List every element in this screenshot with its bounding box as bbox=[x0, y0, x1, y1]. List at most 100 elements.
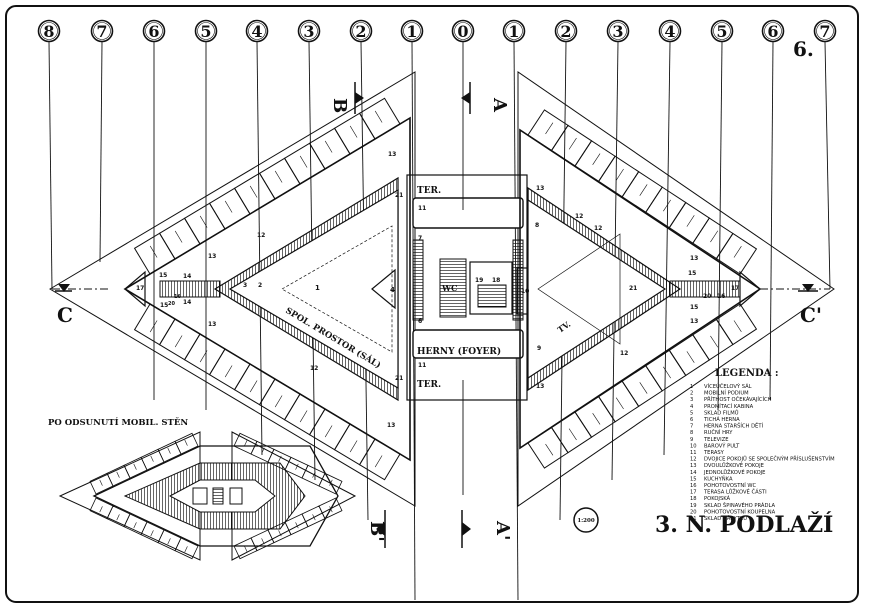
svg-text:15: 15 bbox=[159, 272, 167, 279]
svg-text:19: 19 bbox=[690, 503, 697, 509]
svg-text:19: 19 bbox=[475, 277, 483, 284]
svg-text:17: 17 bbox=[690, 490, 697, 496]
svg-text:10: 10 bbox=[521, 288, 529, 295]
svg-text:20: 20 bbox=[690, 509, 697, 515]
svg-text:C': C' bbox=[800, 303, 822, 327]
axis-bubble-6: 6 bbox=[761, 19, 785, 43]
svg-text:12: 12 bbox=[594, 225, 602, 232]
axis-bubble-1: 1 bbox=[400, 19, 424, 43]
svg-text:POHOTOVOSTNÍ KOUPELNA: POHOTOVOSTNÍ KOUPELNA bbox=[704, 508, 776, 515]
legend-item: 15 KUCHYŇKA bbox=[690, 475, 733, 482]
svg-text:7: 7 bbox=[690, 424, 693, 430]
legend-item: 10 BAROVÝ PULT bbox=[690, 442, 740, 449]
svg-text:13: 13 bbox=[208, 253, 216, 260]
axis-bubble-4: 4 bbox=[658, 19, 682, 43]
svg-text:2: 2 bbox=[258, 282, 262, 289]
svg-text:TERASA LŮŽKOVÉ ČÁSTI: TERASA LŮŽKOVÉ ČÁSTI bbox=[703, 488, 767, 496]
scale-badge: 1:200 bbox=[573, 507, 599, 533]
axis-bubble-8: 8 bbox=[37, 19, 61, 43]
svg-text:SKLAD ŠPINAVÉHO PRÁDLA: SKLAD ŠPINAVÉHO PRÁDLA bbox=[704, 501, 775, 509]
axis-bubble-2: 2 bbox=[554, 19, 578, 43]
svg-text:JEDNOLŮŽKOVÉ POKOJE: JEDNOLŮŽKOVÉ POKOJE bbox=[703, 468, 765, 476]
ter-top-label: TER. bbox=[417, 186, 441, 196]
svg-text:DVOJICE POKOJŮ SE SPOLEČNÝM PŘ: DVOJICE POKOJŮ SE SPOLEČNÝM PŘÍSLUŠENSTV… bbox=[704, 455, 835, 463]
svg-text:15: 15 bbox=[690, 476, 697, 482]
herny-label: HERNY (FOYER) bbox=[417, 346, 501, 357]
svg-text:4: 4 bbox=[390, 286, 395, 294]
section-mark-a-top: A bbox=[461, 82, 510, 114]
svg-text:1: 1 bbox=[406, 22, 417, 41]
sheet-border bbox=[5, 5, 859, 603]
svg-text:10: 10 bbox=[690, 443, 697, 449]
svg-text:PROMÍTACÍ KABINA: PROMÍTACÍ KABINA bbox=[704, 403, 754, 410]
svg-text:13: 13 bbox=[387, 422, 395, 429]
section-mark-c-left: C bbox=[52, 284, 110, 327]
svg-text:14: 14 bbox=[183, 273, 191, 280]
svg-text:TICHÁ HERNA: TICHÁ HERNA bbox=[703, 416, 740, 423]
svg-text:VÍCEÚČELOVÝ SÁL: VÍCEÚČELOVÝ SÁL bbox=[704, 383, 752, 390]
axis-bubble-3: 3 bbox=[297, 19, 321, 43]
svg-text:14: 14 bbox=[183, 299, 191, 306]
axis-bubble-6: 6 bbox=[142, 19, 166, 43]
svg-text:7: 7 bbox=[819, 22, 830, 41]
svg-text:21: 21 bbox=[395, 375, 403, 382]
svg-text:DVOULŮŽKOVÉ POKOJE: DVOULŮŽKOVÉ POKOJE bbox=[704, 461, 764, 469]
svg-text:13: 13 bbox=[536, 383, 544, 390]
axis-bubble-3: 3 bbox=[606, 19, 630, 43]
svg-text:0: 0 bbox=[457, 22, 468, 41]
inset-plan bbox=[58, 431, 357, 561]
svg-text:A': A' bbox=[492, 520, 513, 540]
svg-text:11: 11 bbox=[418, 362, 426, 369]
svg-text:4: 4 bbox=[664, 22, 675, 41]
svg-text:3: 3 bbox=[303, 22, 314, 41]
legend-item: 20 POHOTOVOSTNÍ KOUPELNA bbox=[690, 508, 776, 515]
legend-item: 1 VÍCEÚČELOVÝ SÁL bbox=[690, 383, 752, 390]
svg-text:BAROVÝ PULT: BAROVÝ PULT bbox=[704, 442, 740, 449]
svg-text:16: 16 bbox=[174, 294, 181, 300]
axis-bubble-4: 4 bbox=[245, 19, 269, 43]
ter-bottom-label: TER. bbox=[417, 380, 441, 390]
svg-text:KUCHYŇKA: KUCHYŇKA bbox=[704, 475, 733, 482]
svg-text:13: 13 bbox=[690, 255, 698, 262]
svg-text:12: 12 bbox=[620, 350, 628, 357]
svg-text:17: 17 bbox=[136, 285, 144, 292]
svg-text:16: 16 bbox=[690, 483, 697, 489]
svg-text:1: 1 bbox=[508, 22, 519, 41]
svg-text:15: 15 bbox=[688, 270, 696, 277]
right-wing bbox=[519, 109, 762, 469]
svg-text:5: 5 bbox=[690, 410, 693, 416]
svg-text:POKOJSKÁ: POKOJSKÁ bbox=[704, 495, 731, 502]
left-wing bbox=[123, 97, 411, 481]
inset-caption: PO ODSUNUTÍ MOBIL. STĚN bbox=[48, 416, 188, 428]
legend-item: 19 SKLAD ŠPINAVÉHO PRÁDLA bbox=[690, 501, 775, 509]
svg-text:13: 13 bbox=[690, 463, 697, 469]
svg-text:TELEVIZE: TELEVIZE bbox=[703, 437, 729, 443]
svg-text:12: 12 bbox=[575, 213, 583, 220]
svg-text:7: 7 bbox=[418, 235, 422, 242]
svg-text:HERNA STARŠÍCH DĚTÍ: HERNA STARŠÍCH DĚTÍ bbox=[704, 422, 764, 430]
svg-text:TERASY: TERASY bbox=[703, 450, 725, 456]
axis-bubble-0: 0 bbox=[451, 19, 475, 43]
svg-text:PŘÍTHOST OČEKÁVAJÍCÍCH: PŘÍTHOST OČEKÁVAJÍCÍCH bbox=[704, 395, 772, 403]
svg-text:SKLAD FILMŮ: SKLAD FILMŮ bbox=[704, 409, 739, 416]
section-mark-a-bottom: A' bbox=[461, 510, 513, 548]
svg-text:1:200: 1:200 bbox=[577, 518, 595, 524]
svg-text:SKLAD NÁBYTKU: SKLAD NÁBYTKU bbox=[704, 515, 747, 522]
svg-text:7: 7 bbox=[96, 22, 107, 41]
legend-item: 7 HERNA STARŠÍCH DĚTÍ bbox=[690, 422, 764, 430]
svg-text:21: 21 bbox=[690, 516, 697, 522]
section-mark-b-top: B bbox=[329, 82, 364, 114]
svg-text:B: B bbox=[329, 98, 350, 113]
section-marks: B A B' A' C C' bbox=[52, 82, 830, 548]
svg-text:1: 1 bbox=[690, 384, 693, 390]
section-mark-c-right: C' bbox=[760, 284, 830, 327]
sheet-title: 3. N. PODLAŽÍ bbox=[655, 511, 833, 538]
svg-text:8: 8 bbox=[43, 22, 54, 41]
wc-label: WC bbox=[441, 283, 457, 293]
